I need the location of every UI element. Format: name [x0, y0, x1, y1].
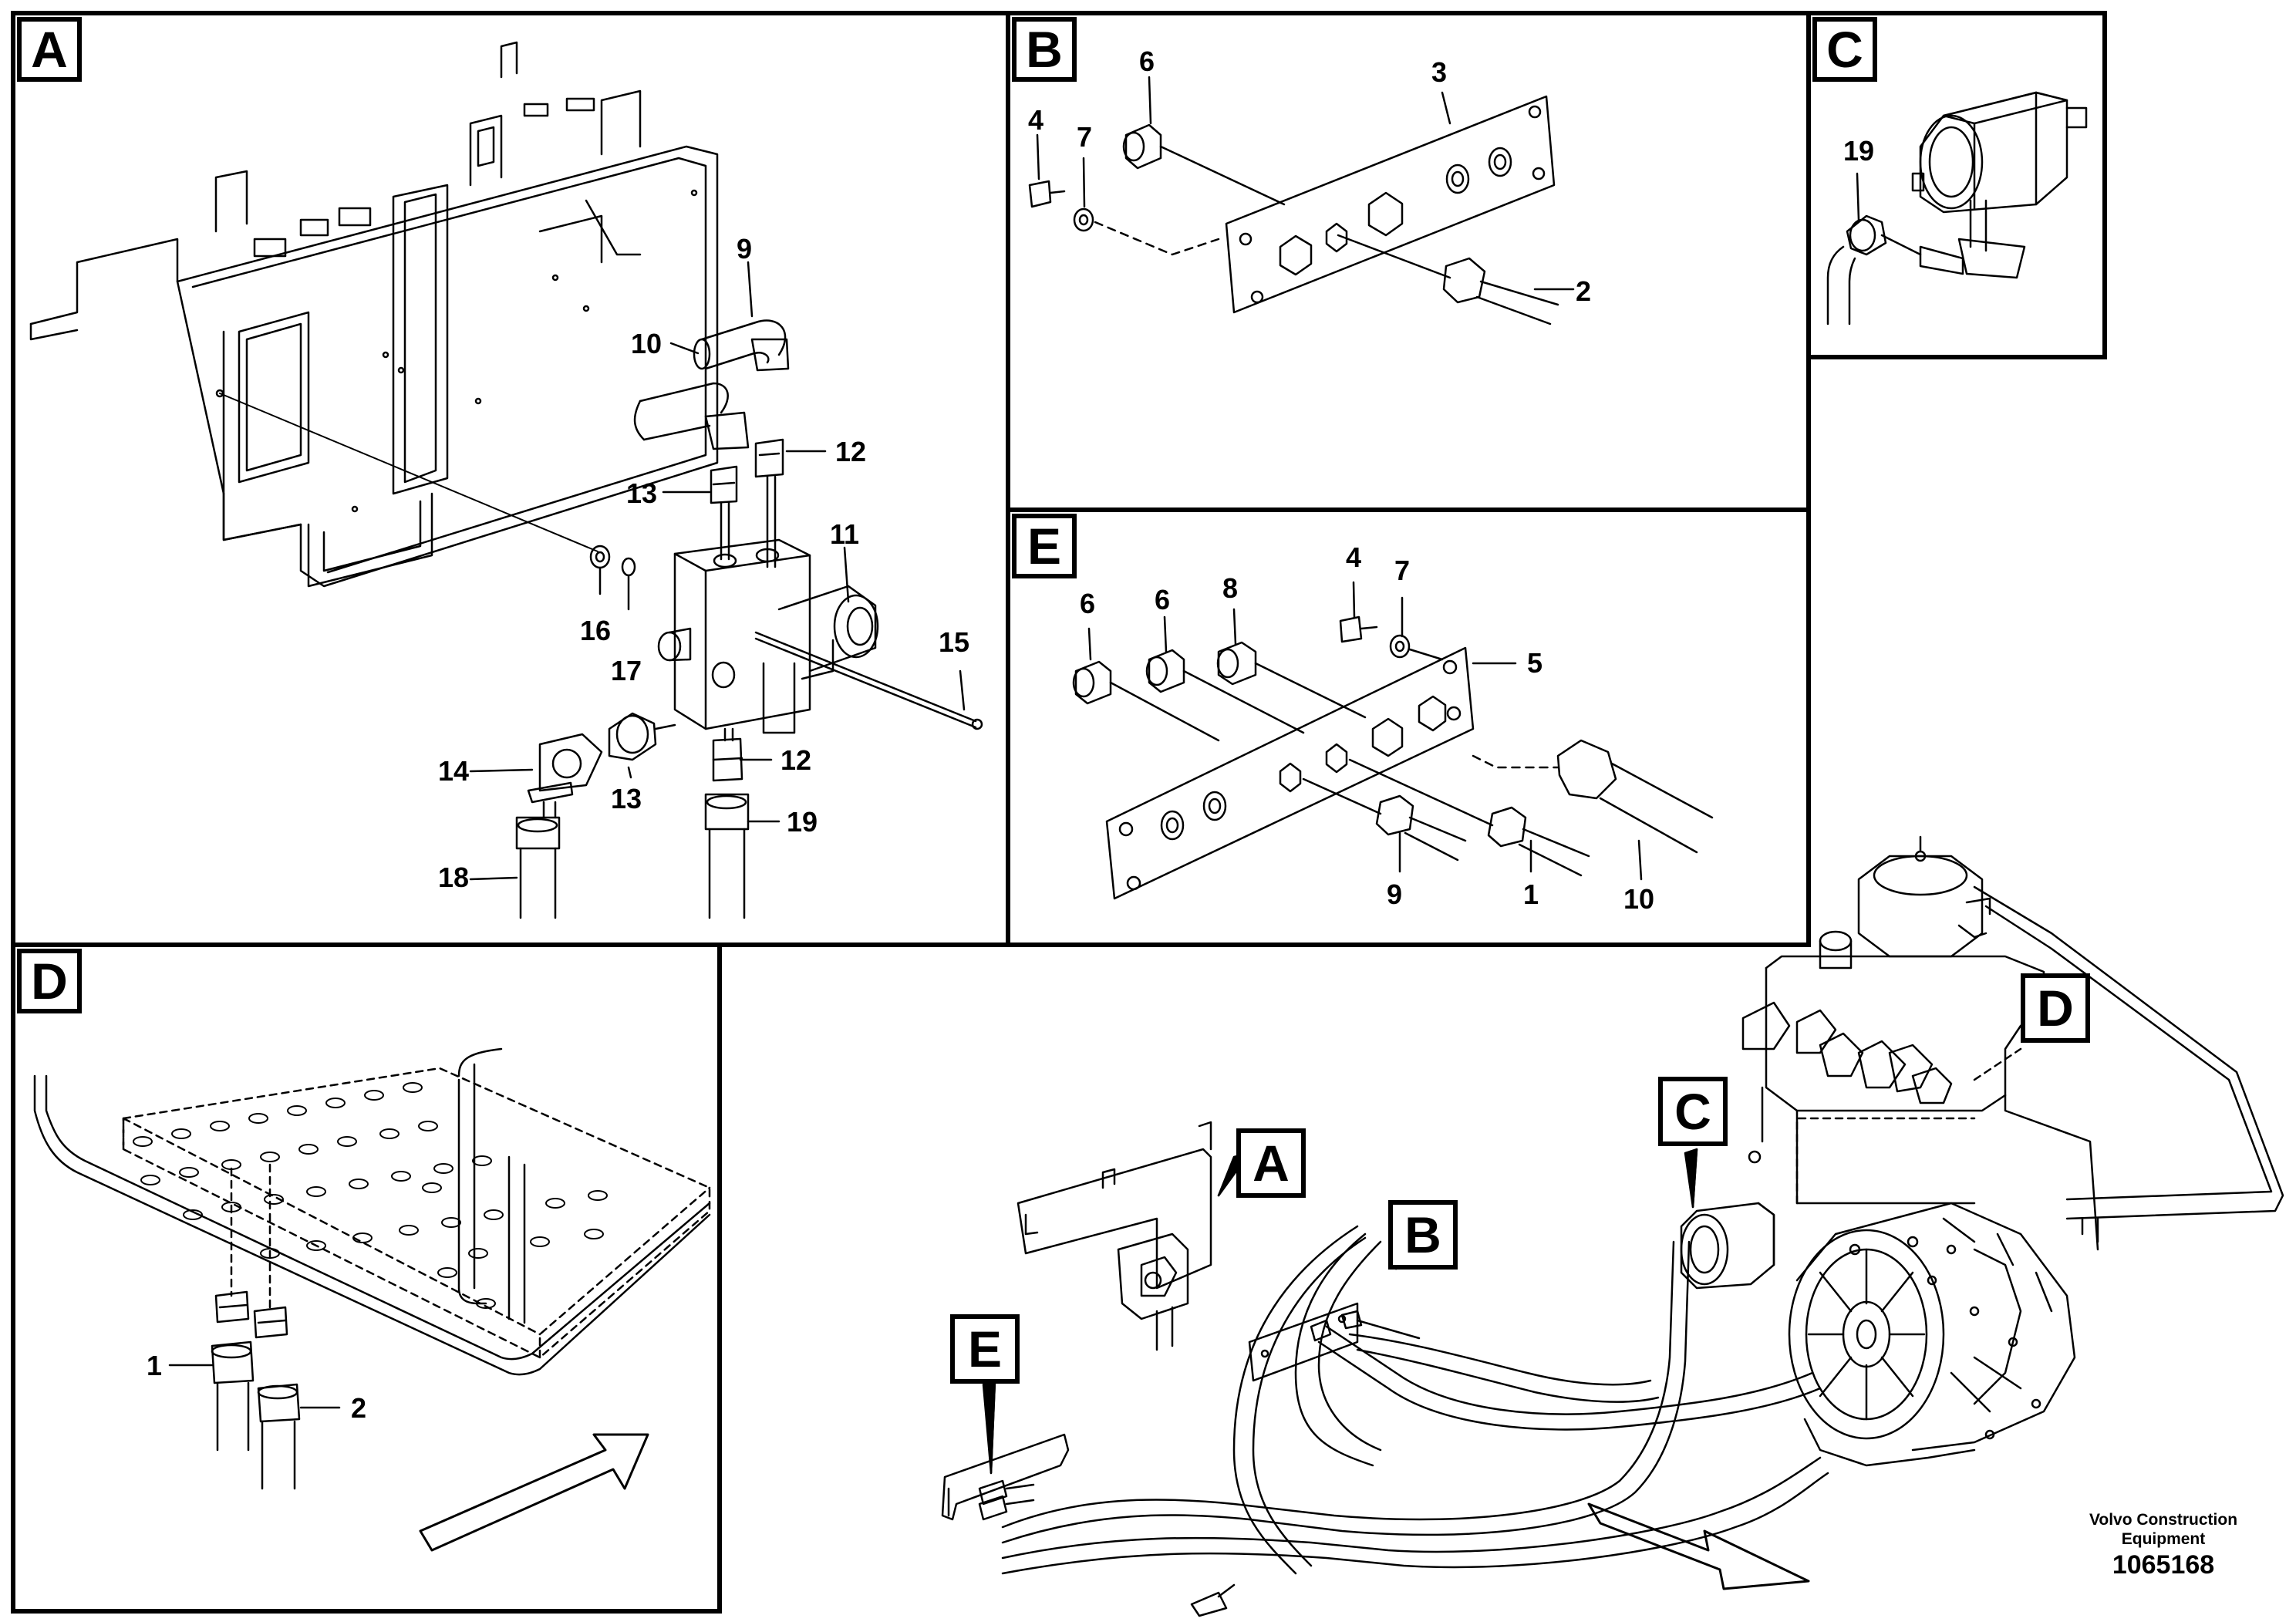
callout-b-6: 6 — [1139, 46, 1155, 77]
panel-a — [11, 11, 1010, 947]
overview-tag-a: A — [1236, 1128, 1306, 1198]
callout-a-19: 19 — [787, 806, 818, 838]
overview-drawing — [941, 835, 2284, 1617]
callout-a-17: 17 — [611, 655, 642, 686]
callout-e-7: 7 — [1394, 555, 1410, 586]
company-name-line1: Volvo Construction — [2089, 1511, 2238, 1529]
callout-a-15: 15 — [939, 626, 969, 658]
callout-b-2: 2 — [1576, 275, 1591, 307]
callout-e-4: 4 — [1346, 541, 1361, 573]
drawing-number: 1065168 — [2112, 1550, 2215, 1580]
company-name: Volvo Construction Equipment — [2067, 1510, 2260, 1549]
callout-a-11: 11 — [830, 518, 859, 550]
callout-e-10: 10 — [1623, 883, 1654, 915]
callout-e-6a: 6 — [1080, 588, 1095, 619]
callout-d-2: 2 — [351, 1392, 366, 1424]
panel-d — [11, 943, 722, 1614]
view-c-drawing — [1826, 91, 2088, 325]
callout-b-3: 3 — [1431, 56, 1447, 88]
callout-e-5: 5 — [1527, 647, 1542, 679]
overview-tag-b: B — [1388, 1200, 1458, 1270]
callout-b-7: 7 — [1077, 121, 1092, 153]
view-a-drawing — [29, 41, 983, 919]
callout-e-1: 1 — [1523, 878, 1539, 910]
callout-c-19: 19 — [1843, 135, 1874, 167]
callout-a-16: 16 — [580, 615, 611, 646]
callout-d-1: 1 — [147, 1350, 162, 1381]
callout-a-18: 18 — [438, 862, 469, 893]
view-tag-a: A — [17, 17, 82, 82]
panel-e — [1006, 508, 1811, 947]
view-e-drawing — [1072, 581, 1714, 900]
overview-tag-c: C — [1658, 1077, 1728, 1146]
callout-e-8: 8 — [1222, 572, 1238, 604]
callout-a-12: 12 — [835, 436, 866, 467]
callout-a-14: 14 — [438, 755, 469, 787]
callout-a-10: 10 — [631, 328, 662, 359]
view-d-drawing — [33, 1047, 711, 1552]
overview-tag-e: E — [950, 1314, 1020, 1384]
view-tag-d: D — [17, 949, 82, 1013]
overview-tag-d: D — [2021, 973, 2090, 1043]
company-name-line2: Equipment — [2121, 1530, 2206, 1548]
callout-a-12b: 12 — [781, 744, 811, 776]
callout-a-9: 9 — [737, 233, 752, 265]
view-tag-e: E — [1012, 514, 1077, 578]
view-tag-b: B — [1012, 17, 1077, 82]
callout-a-13: 13 — [626, 477, 657, 509]
view-b-drawing — [1028, 76, 1575, 325]
callout-e-9: 9 — [1387, 878, 1402, 910]
callout-b-4: 4 — [1028, 104, 1043, 136]
callout-e-6b: 6 — [1155, 584, 1170, 615]
view-tag-c: C — [1812, 17, 1877, 82]
callout-a-13b: 13 — [611, 783, 642, 814]
